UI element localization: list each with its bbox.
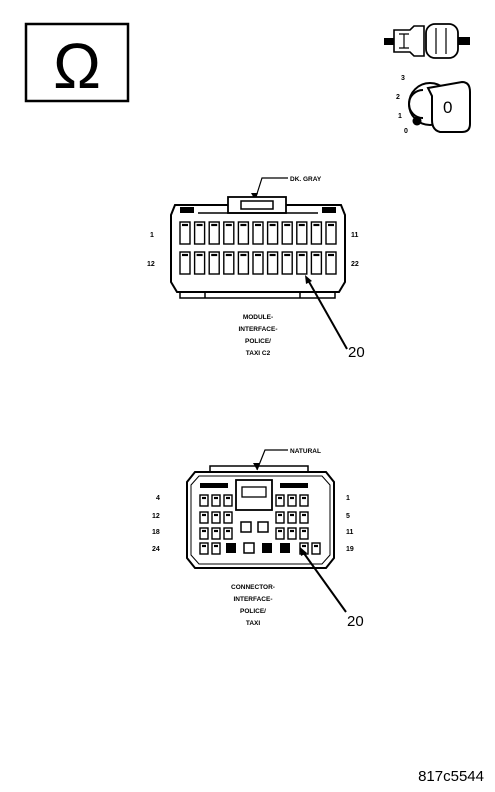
taxi-cavity [211, 542, 221, 555]
taxi-pin-24: 24 [152, 546, 160, 553]
c2-cavity [266, 251, 279, 275]
taxi-pin-12: 12 [152, 513, 160, 520]
c2-cavity [325, 221, 337, 245]
taxi-cavity [199, 494, 209, 507]
taxi-pin-4: 4 [156, 495, 160, 502]
taxi-cavity [275, 494, 285, 507]
c2-cavity [237, 221, 250, 245]
c2-caption-line-1: MODULE- [243, 314, 273, 321]
taxi-cavity [299, 494, 309, 507]
taxi-cavity [199, 542, 209, 555]
ohmmeter-icon: Ω [24, 22, 130, 103]
taxi-cavity [211, 494, 221, 507]
taxi-cavity [223, 511, 233, 524]
taxi-cavity [287, 494, 297, 507]
taxi-callout: 20 [347, 613, 364, 630]
taxi-cavity [211, 511, 221, 524]
taxi-color-label: NATURAL [290, 448, 321, 455]
taxi-caption-line-2: INTERFACE- [234, 596, 273, 603]
taxi-cavity [211, 527, 221, 540]
c2-cavity [310, 221, 323, 245]
taxi-cavity [223, 494, 233, 507]
c2-caption-line-3: POLICE/ [245, 338, 271, 345]
taxi-cavity [275, 527, 285, 540]
ignition-key-icon: 3 2 1 0 0 [396, 75, 471, 135]
c2-cavity [296, 251, 308, 275]
taxi-cavity [199, 527, 209, 540]
c2-cavity [237, 251, 250, 275]
c2-pin-11: 11 [351, 232, 359, 239]
taxi-caption-line-4: TAXI [246, 620, 261, 627]
c2-color-label: DK. GRAY [290, 176, 322, 183]
taxi-caption-line-1: CONNECTOR- [231, 584, 275, 591]
c2-cavity [252, 251, 264, 275]
c2-caption-line-2: INTERFACE- [239, 326, 278, 333]
taxi-cavity [287, 527, 297, 540]
c2-pin-12: 12 [147, 261, 155, 268]
c2-cavity [266, 221, 279, 245]
taxi-pin-11: 11 [346, 529, 354, 536]
c2-cavity [281, 221, 293, 245]
taxi-cavity [287, 511, 297, 524]
c2-cavity [193, 251, 206, 275]
c2-caption-line-4: TAXI C2 [246, 350, 271, 357]
c2-cavity [208, 221, 220, 245]
c2-cavity [310, 251, 323, 275]
c2-cavity [208, 251, 220, 275]
c2-cavity [296, 221, 308, 245]
taxi-cavity [199, 511, 209, 524]
figure-id: 817c5544 [418, 768, 484, 785]
key-label: 0 [443, 98, 452, 117]
taxi-pin-18: 18 [152, 529, 160, 536]
connector-plug-icon [384, 23, 470, 59]
taxi-cavity [275, 511, 285, 524]
connector-c2: DK. GRAY 1 12 11 22 20 MODULE- INTERFACE… [147, 176, 365, 361]
key-position-2: 2 [396, 94, 400, 101]
connector-taxi: NATURAL 4 12 18 24 1 5 11 19 20 [152, 448, 364, 630]
c2-cavity [179, 221, 191, 245]
ohm-symbol: Ω [53, 30, 101, 102]
taxi-caption-line-3: POLICE/ [240, 608, 266, 615]
c2-pin-1: 1 [150, 232, 154, 239]
taxi-pin-1: 1 [346, 495, 350, 502]
c2-cavity [281, 251, 293, 275]
c2-cavity [223, 221, 235, 245]
c2-pin-22: 22 [351, 261, 359, 268]
key-position-3: 3 [401, 75, 405, 82]
taxi-cavity [223, 527, 233, 540]
taxi-pin-5: 5 [346, 513, 350, 520]
taxi-cavity [299, 511, 309, 524]
key-position-0: 0 [404, 128, 408, 135]
key-position-1: 1 [398, 113, 402, 120]
c2-cavity [325, 251, 337, 275]
c2-cavity [252, 221, 264, 245]
c2-cavity [193, 221, 206, 245]
c2-cavity [179, 251, 191, 275]
taxi-cavity [299, 527, 309, 540]
c2-cavity [223, 251, 235, 275]
c2-callout: 20 [348, 344, 365, 361]
taxi-cavity [311, 542, 321, 555]
taxi-pin-19: 19 [346, 546, 354, 553]
